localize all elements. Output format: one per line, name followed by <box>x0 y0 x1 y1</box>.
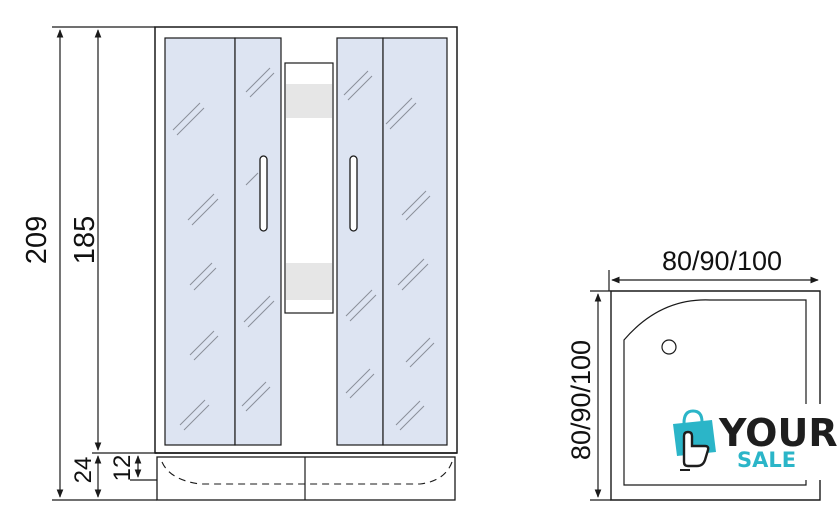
right-inner-glass-panel <box>336 37 384 446</box>
left-inner-glass-panel <box>234 37 282 446</box>
label-tray-inner-height: 12 <box>109 455 136 482</box>
logo-word-top: YOUR <box>718 411 838 455</box>
label-tray-height: 24 <box>70 457 97 484</box>
tray-outline <box>610 290 821 501</box>
tray-plan-view <box>590 270 821 501</box>
center-panel-stripe-top <box>286 84 332 118</box>
center-panel-stripe-bottom <box>286 263 332 300</box>
label-tray-width: 80/90/100 <box>662 246 782 276</box>
glass-reflections <box>172 67 435 431</box>
label-cabin-height: 185 <box>69 216 101 264</box>
tray-base <box>156 456 456 501</box>
left-door-handle <box>259 155 268 232</box>
logo-word-bottom: SALE <box>737 448 796 472</box>
shopping-bag-icon <box>673 409 716 471</box>
tray-inner-outline <box>623 299 807 486</box>
label-tray-depth: 80/90/100 <box>566 340 596 460</box>
your-sale-logo: YOUR SALE <box>656 404 838 480</box>
label-total-height: 209 <box>21 216 53 264</box>
right-door-handle <box>349 155 358 232</box>
height-dimensions <box>52 26 157 501</box>
left-outer-glass-panel <box>164 37 236 446</box>
drain-hole <box>661 339 677 355</box>
front-view <box>154 26 458 501</box>
tray-inner-contour <box>161 461 453 485</box>
right-outer-glass-panel <box>382 37 448 446</box>
